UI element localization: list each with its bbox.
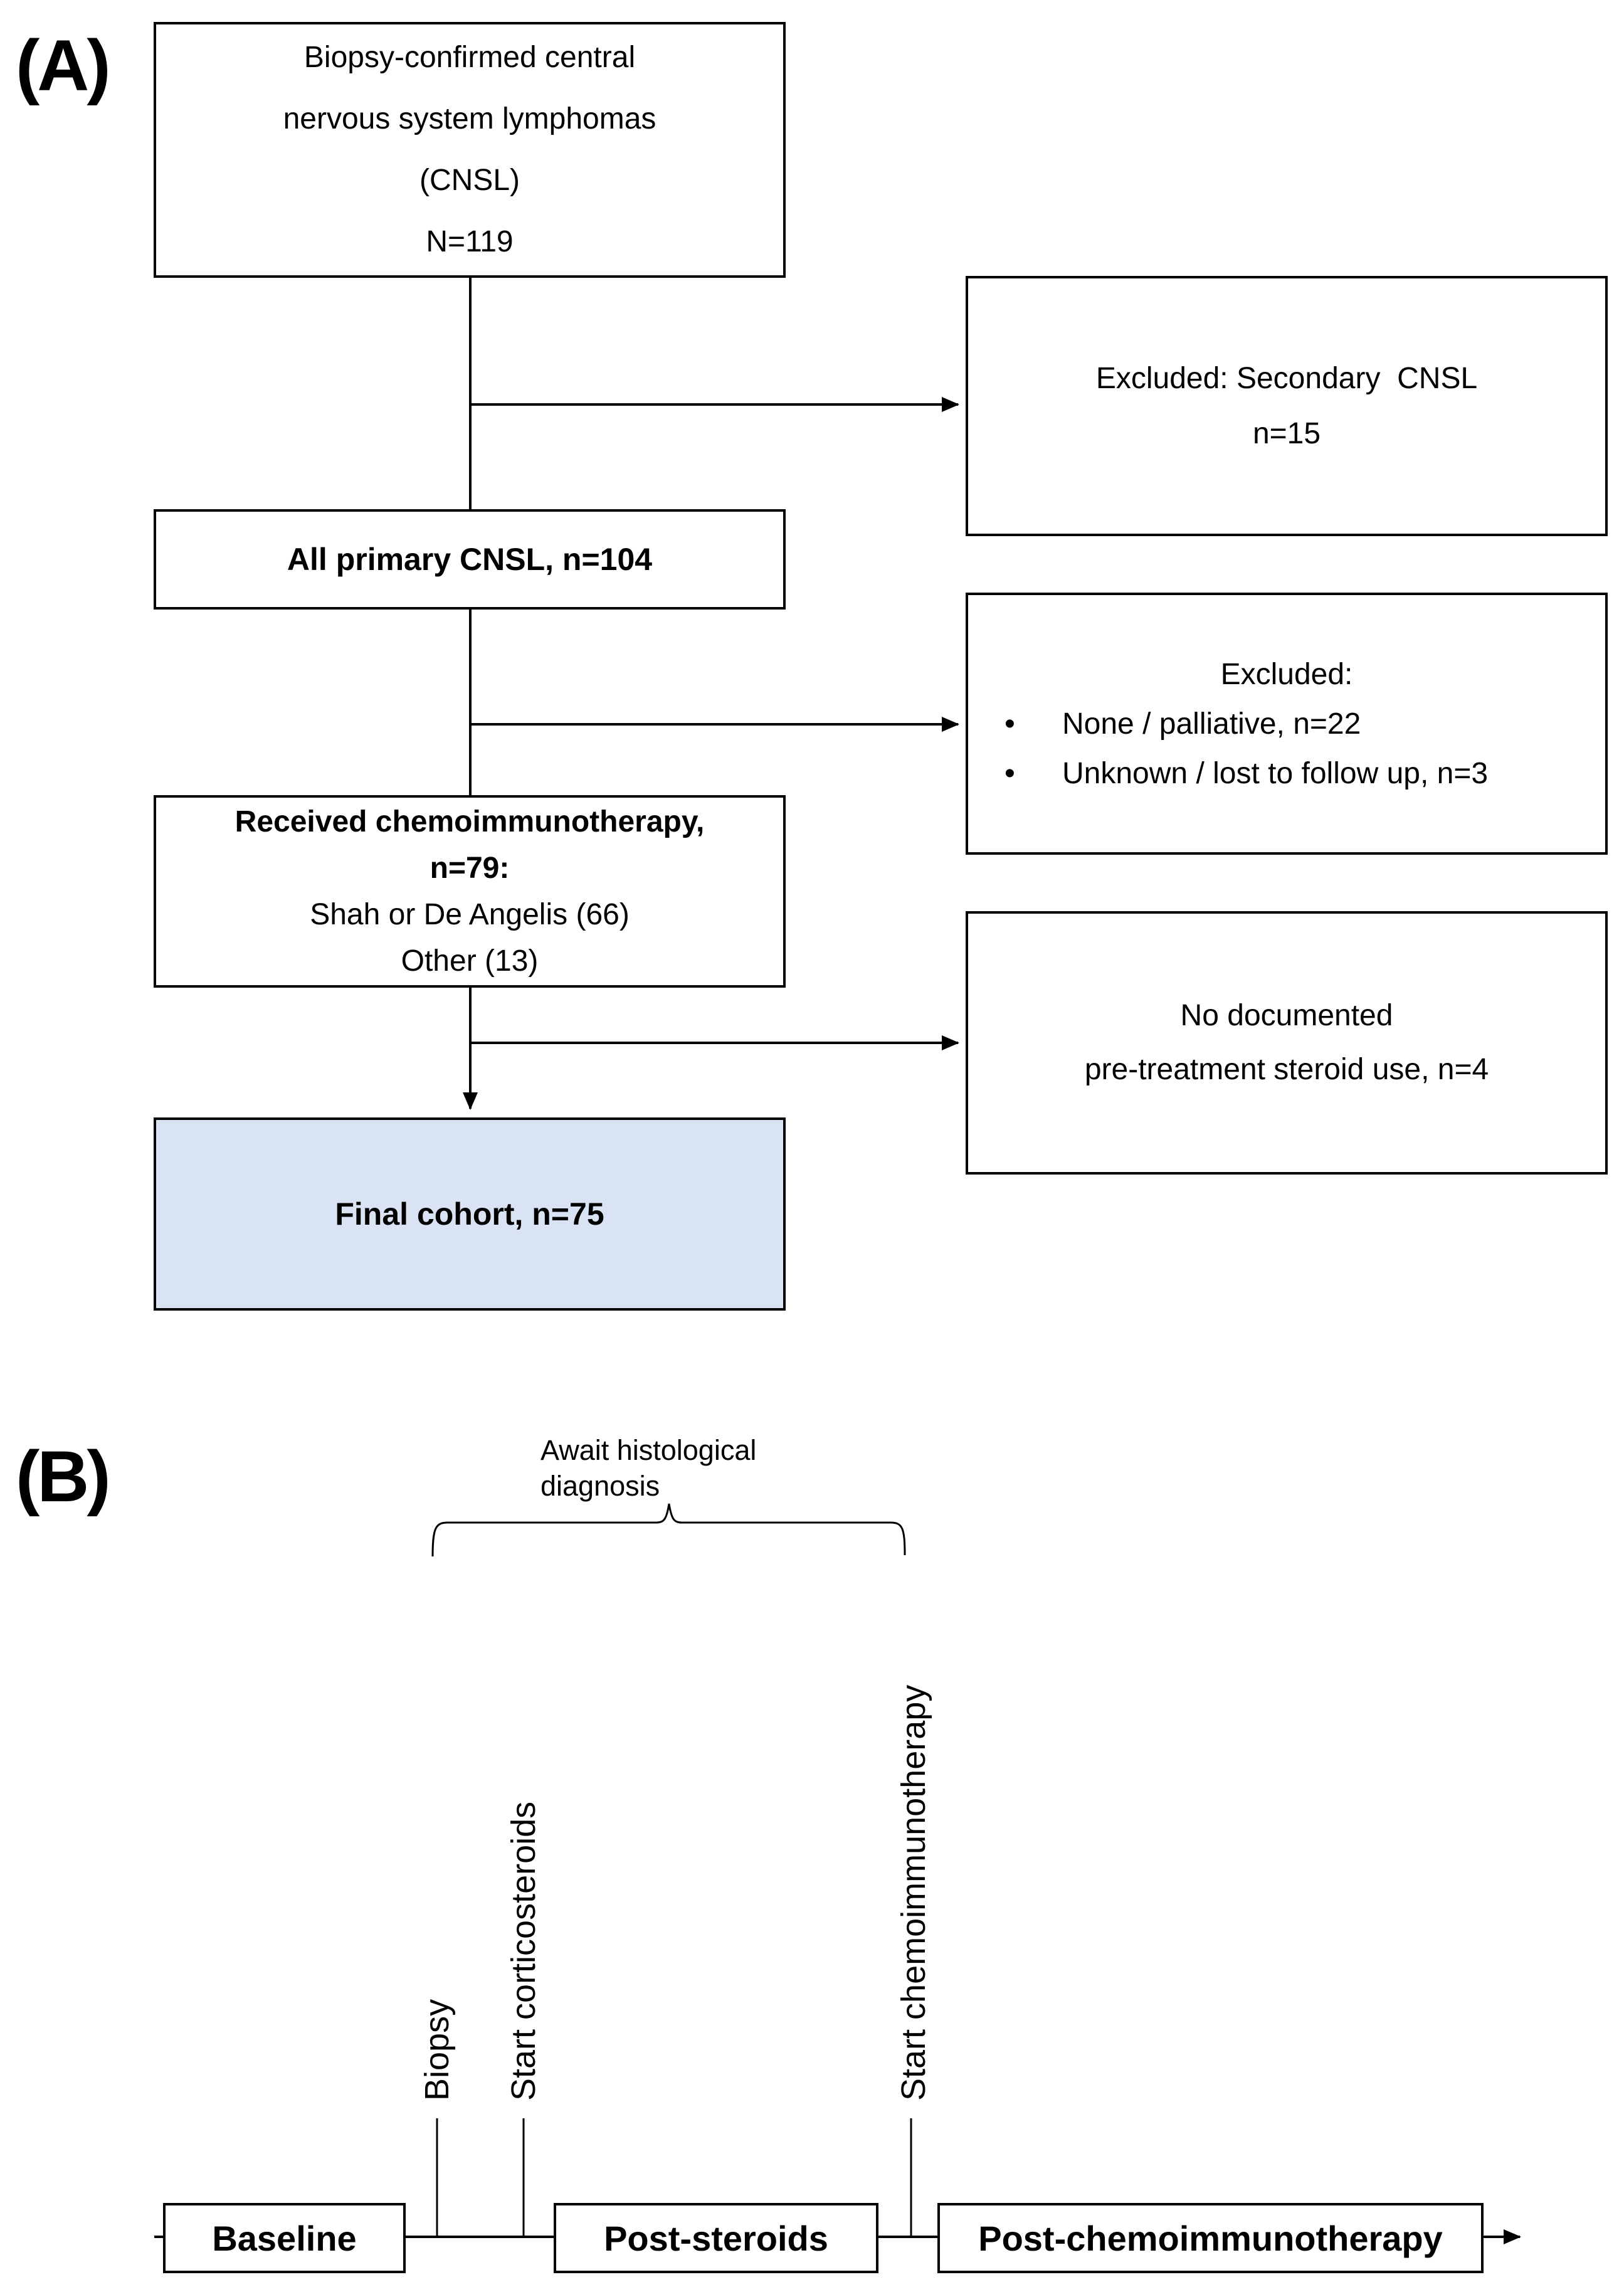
- event-label-biopsy: Biopsy: [418, 1999, 456, 2101]
- box-excluded-secondary-cnsl: Excluded: Secondary CNSL n=15: [966, 276, 1608, 536]
- box-line: nervous system lymphomas: [283, 102, 656, 135]
- box-excluded-treatment: Excluded: None / palliative, n=22 Unknow…: [966, 593, 1608, 855]
- box-line: Excluded:: [1220, 657, 1353, 691]
- box-line: Excluded: Secondary CNSL: [1095, 361, 1478, 395]
- phase-box-post-steroids: Post-steroids: [554, 2203, 878, 2273]
- await-label-line: diagnosis: [540, 1470, 660, 1502]
- box-line: n=79:: [430, 851, 510, 885]
- await-label-line: Await histological: [540, 1434, 757, 1466]
- box-line: Final cohort, n=75: [335, 1196, 604, 1232]
- panel-a-label: (A): [16, 26, 111, 106]
- box-line: Biopsy-confirmed central: [303, 41, 636, 74]
- await-histological-diagnosis-label: Await histological diagnosis: [540, 1432, 756, 1504]
- box-line: pre-treatment steroid use, n=4: [1084, 1053, 1489, 1086]
- box-excluded-no-steroid-documentation: No documented pre-treatment steroid use,…: [966, 911, 1608, 1175]
- bullet-item: None / palliative, n=22: [968, 699, 1605, 749]
- box-line: All primary CNSL, n=104: [287, 542, 653, 577]
- event-label-start-chemoimmunotherapy: Start chemoimmunotherapy: [895, 1684, 932, 2101]
- box-line: N=119: [426, 225, 514, 258]
- box-line: Received chemoimmunotherapy,: [235, 805, 705, 838]
- box-line: (CNSL): [419, 164, 520, 197]
- phase-box-post-chemoimmunotherapy: Post-chemoimmunotherapy: [937, 2203, 1484, 2273]
- box-biopsy-confirmed-cnsl: Biopsy-confirmed central nervous system …: [154, 22, 786, 278]
- await-brace: [431, 1503, 906, 1557]
- box-received-chemoimmunotherapy: Received chemoimmunotherapy, n=79: Shah …: [154, 795, 786, 988]
- exclusion-bullet-list: None / palliative, n=22 Unknown / lost t…: [968, 699, 1605, 798]
- box-line: n=15: [1252, 416, 1321, 450]
- phase-box-baseline: Baseline: [163, 2203, 406, 2273]
- box-line: Shah or De Angelis (66): [310, 897, 630, 931]
- box-final-cohort: Final cohort, n=75: [154, 1117, 786, 1311]
- box-line: Other (13): [401, 944, 539, 978]
- event-label-start-corticosteroids: Start corticosteroids: [505, 1801, 542, 2101]
- bullet-item: Unknown / lost to follow up, n=3: [968, 749, 1605, 798]
- panel-b-label: (B): [16, 1437, 111, 1517]
- box-line: No documented: [1180, 999, 1393, 1032]
- box-all-primary-cnsl: All primary CNSL, n=104: [154, 509, 786, 610]
